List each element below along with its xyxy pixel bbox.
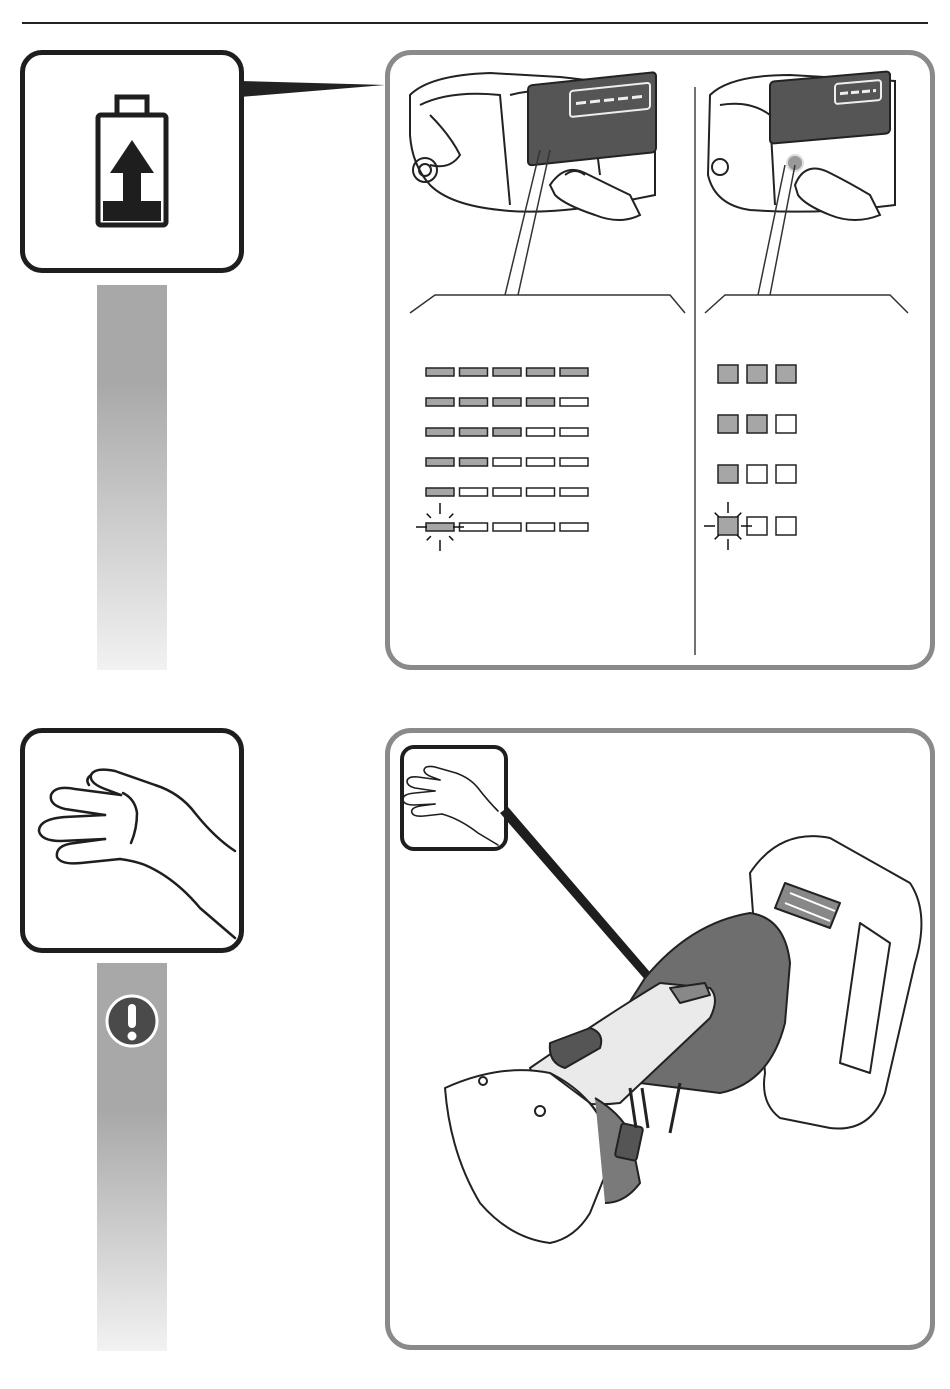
led-segment [426,428,454,436]
led-segment [426,368,454,376]
led-segment [776,465,796,483]
led-segment [527,458,555,466]
led-segment [718,415,738,433]
led-segment [460,398,488,406]
led-segment [460,428,488,436]
led-segment [747,365,767,383]
led-segment [493,523,521,531]
led-segment [493,458,521,466]
led-segment [426,398,454,406]
battery-pack-illustration-left [410,72,656,220]
led-segment [718,365,738,383]
led-segment [776,517,796,535]
led-segment [493,398,521,406]
led-segment [460,368,488,376]
tool-body [445,836,921,1243]
multitool-illustration [390,733,930,1345]
led-segment [560,523,588,531]
hand-inset-box [402,747,506,849]
led-segment [560,398,588,406]
led-segment [560,428,588,436]
led-segment [560,458,588,466]
hand-icon [25,733,239,948]
battery-charge-icon [25,55,239,268]
led-segment [493,428,521,436]
led-segment [426,523,454,531]
led-segment [426,488,454,496]
led-segment [560,488,588,496]
battery-icon-box [20,50,244,273]
led-segment [747,465,767,483]
battery-indicator-diagram [390,55,930,665]
led-segment [527,523,555,531]
led-segment [493,488,521,496]
led-segment [776,415,796,433]
led-segment [776,365,796,383]
led-segment [560,368,588,376]
led-segment [527,488,555,496]
callout-wedge [240,75,390,135]
battery-pack-illustration-right [708,71,895,220]
led-gauge-5-segment [416,368,588,551]
led-segment [718,465,738,483]
led-segment [493,368,521,376]
battery-indicator-panel [385,50,935,670]
exclamation-icon [102,991,172,1061]
led-segment [527,368,555,376]
section2-gray-bar [97,963,167,1351]
led-gauge-3-segment [704,365,796,550]
tool-grip-panel [385,728,935,1350]
led-segment [718,517,738,535]
hand-icon-box [20,728,244,953]
led-segment [747,415,767,433]
led-segment [460,458,488,466]
section1-gray-bar [97,285,167,670]
led-segment [527,428,555,436]
top-rule [22,22,928,24]
led-segment [460,488,488,496]
led-segment [426,458,454,466]
led-segment [527,398,555,406]
